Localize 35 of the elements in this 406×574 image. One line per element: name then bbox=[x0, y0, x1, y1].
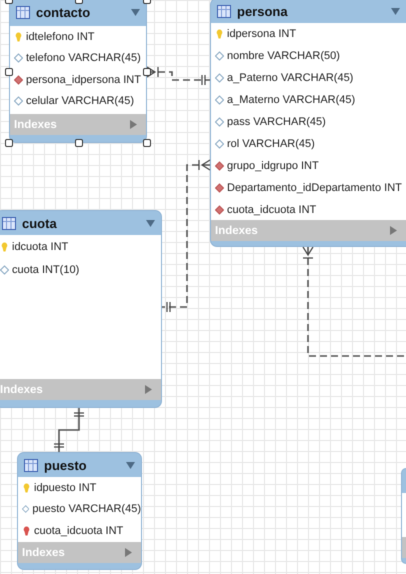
column-label: cuota INT(10) bbox=[12, 264, 80, 276]
column-label: a_Paterno VARCHAR(45) bbox=[227, 72, 354, 84]
indexes-label: Indexes bbox=[22, 546, 66, 558]
column-label: pass VARCHAR(45) bbox=[227, 116, 326, 128]
relationship-line bbox=[53, 408, 85, 452]
relationship-line bbox=[302, 246, 406, 357]
table-card bbox=[210, 0, 406, 247]
column-label: idtelefono INT bbox=[26, 30, 94, 43]
table-card bbox=[401, 468, 406, 564]
table-card bbox=[17, 452, 142, 570]
indexes-label: Indexes bbox=[215, 224, 259, 236]
column-label: persona_idpersona INT bbox=[26, 74, 141, 86]
table-card bbox=[9, 0, 147, 143]
column-label: grupo_idgrupo INT bbox=[227, 160, 319, 172]
table-name: contacto bbox=[36, 4, 92, 20]
column-label: nombre VARCHAR(50) bbox=[227, 50, 340, 62]
column-label: telefono VARCHAR(45) bbox=[26, 52, 141, 64]
indexes-label: Indexes bbox=[14, 118, 58, 130]
column-label: idpersona INT bbox=[227, 28, 296, 40]
table-name: puesto bbox=[44, 458, 88, 472]
relationship-line bbox=[162, 159, 211, 313]
column-label: Departamento_idDepartamento INT bbox=[227, 182, 402, 194]
table-card bbox=[0, 210, 162, 408]
column-label: cuota_idcuota INT bbox=[34, 524, 124, 537]
column-label: a_Materno VARCHAR(45) bbox=[227, 94, 356, 106]
table-name: persona bbox=[237, 4, 289, 18]
table-name: cuota bbox=[22, 216, 58, 230]
relationship-line bbox=[146, 66, 210, 86]
column-label: celular VARCHAR(45) bbox=[26, 95, 134, 108]
column-label: idcuota INT bbox=[12, 240, 68, 252]
column-label: cuota_idcuota INT bbox=[227, 204, 316, 216]
indexes-label: Indexes bbox=[0, 384, 44, 396]
column-label: idpuesto INT bbox=[34, 482, 96, 494]
column-label: rol VARCHAR(45) bbox=[227, 138, 315, 150]
column-label: puesto VARCHAR(45) bbox=[32, 503, 141, 516]
